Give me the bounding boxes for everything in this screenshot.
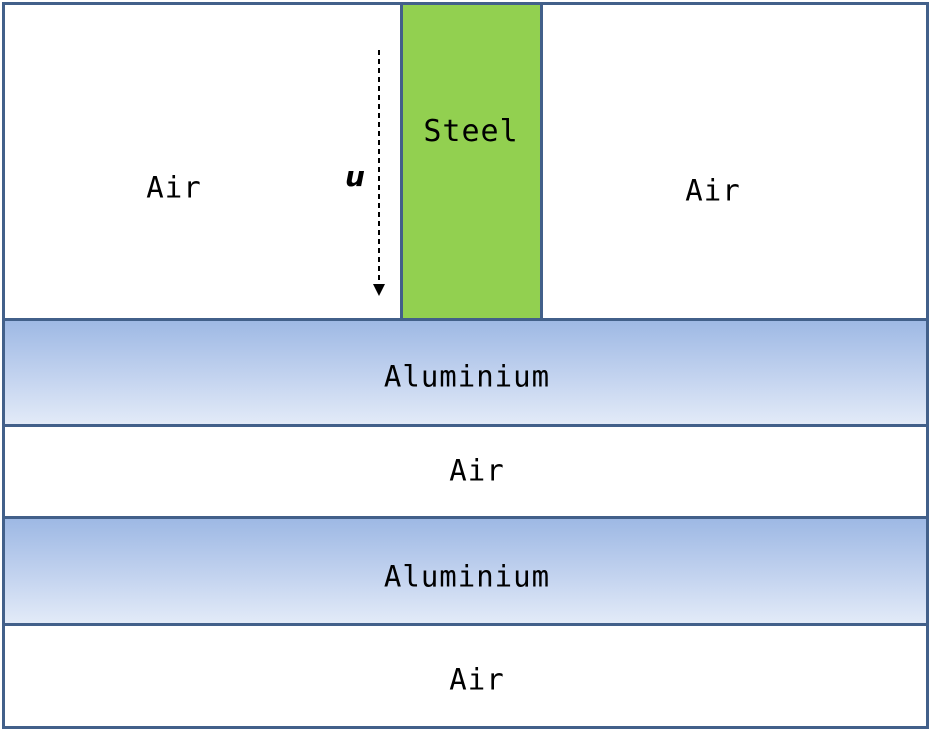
middle-air-label: Air xyxy=(449,453,505,488)
outer-border-bottom xyxy=(2,726,929,729)
aluminium-layer-2-label: Aluminium xyxy=(383,559,551,594)
steel-border-left xyxy=(400,2,403,320)
outer-border-top xyxy=(2,2,929,5)
divider-line-4 xyxy=(2,623,929,626)
velocity-symbol-label: u xyxy=(345,160,365,193)
divider-line-2 xyxy=(2,424,929,427)
divider-line-3 xyxy=(2,516,929,519)
aluminium-layer-1 xyxy=(3,319,928,425)
steel-label: Steel xyxy=(423,114,519,149)
velocity-arrow-icon xyxy=(373,50,385,296)
aluminium-layer-1-label: Aluminium xyxy=(383,359,551,394)
steel-block xyxy=(401,3,542,319)
steel-border-right xyxy=(540,2,543,320)
outer-border-right xyxy=(926,2,929,729)
aluminium-layer-2 xyxy=(3,518,928,624)
bottom-air-label: Air xyxy=(449,662,505,697)
upper-left-air-label: Air xyxy=(146,170,202,205)
outer-border-left xyxy=(2,2,5,729)
upper-right-air-label: Air xyxy=(685,173,741,208)
divider-line-1 xyxy=(2,318,929,321)
